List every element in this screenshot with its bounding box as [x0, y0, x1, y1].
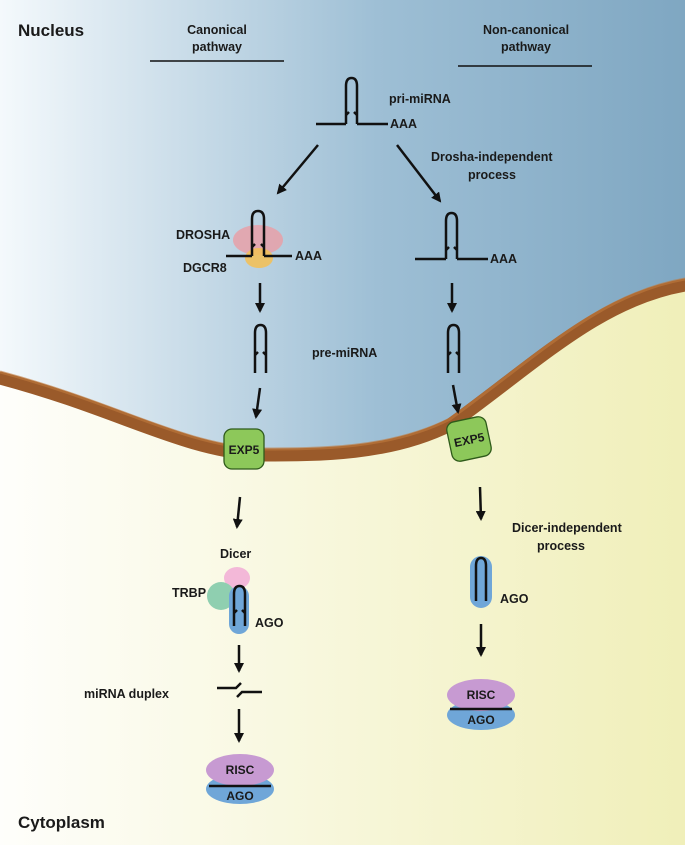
ago-label-right: AGO — [500, 592, 529, 606]
mirna-duplex-label: miRNA duplex — [84, 687, 169, 701]
drosha-independent-line2: process — [468, 168, 516, 182]
arrow-to-ago-right — [475, 486, 486, 521]
dicer-label: Dicer — [220, 547, 251, 561]
membrane-highlight — [0, 277, 685, 451]
arrow-to-drosha — [276, 144, 319, 195]
pri-aaa-label: AAA — [390, 117, 417, 131]
drosha-independent-line1: Drosha-independent — [431, 150, 553, 164]
trbp-label: TRBP — [172, 586, 206, 600]
pre-mirna-hairpin-left — [253, 323, 268, 373]
ago-bound-hairpin-right — [474, 556, 488, 601]
dicer-independent-line2: process — [537, 539, 585, 553]
ago-label-risc-left: AGO — [226, 789, 253, 803]
dicer-protein — [224, 567, 250, 589]
drosha-substrate-hairpin — [226, 209, 292, 258]
pri-mirna-hairpin-right — [415, 211, 488, 261]
risc-complex-left: RISC AGO — [206, 754, 274, 804]
arrow-to-exp5-left — [252, 387, 263, 419]
pre-mirna-label: pre-miRNA — [312, 346, 377, 360]
exp5-channel-left: EXP5 — [223, 428, 265, 470]
trbp-protein — [207, 582, 235, 610]
exp5-channel-right: EXP5 — [446, 416, 492, 462]
ago-label-left: AGO — [255, 616, 284, 630]
risc-complex-right: RISC AGO — [447, 679, 515, 730]
pri-mirna-hairpin — [316, 76, 388, 126]
drosha-protein — [233, 225, 283, 255]
exp5-label-left: EXP5 — [229, 443, 260, 457]
ago-protein-right — [470, 556, 492, 608]
arrow-to-exp5-right — [451, 384, 462, 414]
pre-mirna-hairpin-right — [446, 323, 461, 373]
nuclear-membrane — [0, 278, 685, 462]
dicer-bound-hairpin — [232, 584, 247, 626]
cytoplasm-label: Cytoplasm — [18, 813, 105, 832]
dgcr8-label: DGCR8 — [183, 261, 227, 275]
dgcr8-protein — [245, 248, 273, 268]
right-aaa-label: AAA — [490, 252, 517, 266]
risc-label-right: RISC — [467, 688, 496, 702]
pri-mirna-label: pri-miRNA — [389, 92, 451, 106]
nucleus-label: Nucleus — [18, 21, 84, 40]
dicer-independent-line1: Dicer-independent — [512, 521, 623, 535]
arrow-to-dicer — [232, 496, 243, 529]
ago-label-risc-right: AGO — [467, 713, 494, 727]
arrow-to-drosha-independent — [396, 144, 442, 203]
exp5-label-right: EXP5 — [453, 430, 486, 450]
mirna-duplex — [217, 682, 262, 698]
drosha-label: DROSHA — [176, 228, 230, 242]
noncanonical-header-line2: pathway — [501, 40, 551, 54]
noncanonical-header-line1: Non-canonical — [483, 23, 569, 37]
risc-label-left: RISC — [226, 763, 255, 777]
nucleus-region — [0, 0, 685, 455]
drosha-aaa-label: AAA — [295, 249, 322, 263]
canonical-header-line2: pathway — [192, 40, 242, 54]
canonical-header-line1: Canonical — [187, 23, 247, 37]
